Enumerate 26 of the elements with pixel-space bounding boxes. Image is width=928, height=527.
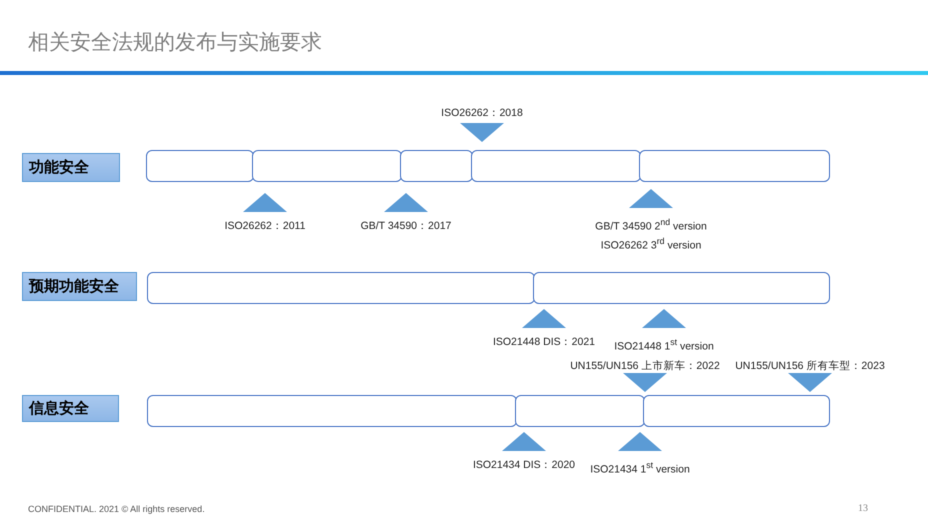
milestone-label: UN155/UN156 上市新车：2022 — [569, 359, 721, 373]
page-number: 13 — [858, 503, 868, 514]
timeline-bar — [515, 395, 645, 427]
category-label: 信息安全 — [22, 395, 119, 422]
timeline-bar — [252, 150, 402, 182]
milestone-label: GB/T 34590：2017 — [360, 219, 452, 233]
milestone-label: ISO21434 1$^{st}$ version — [589, 459, 691, 476]
category-label: 预期功能安全 — [22, 272, 137, 301]
slide-title: 相关安全法规的发布与实施要求 — [28, 29, 322, 56]
category-label: 功能安全 — [22, 153, 120, 182]
timeline-bar — [146, 150, 254, 182]
milestone-label: GB/T 34590 2$^{nd}$ version ISO26262 3$^{rd}$ version — [594, 216, 708, 252]
timeline-bar — [639, 150, 830, 182]
timeline-bar — [643, 395, 830, 427]
timeline-bar — [400, 150, 473, 182]
milestone-label: ISO21434 DIS：2020 — [472, 458, 576, 472]
milestone-label: ISO21448 1$^{st}$ version — [613, 336, 715, 354]
milestone-label: ISO26262：2018 — [440, 106, 524, 120]
milestone-label: ISO26262：2011 — [224, 219, 306, 233]
timeline-bar — [147, 395, 517, 427]
timeline-bar — [471, 150, 641, 182]
footer-note: CONFIDENTIAL. 2021 © All rights reserved. — [28, 504, 205, 514]
milestone-label: UN155/UN156 所有车型：2023 — [734, 359, 886, 373]
timeline-bar — [533, 272, 830, 304]
timeline-bar — [147, 272, 535, 304]
milestone-label: ISO21448 DIS：2021 — [492, 335, 596, 349]
